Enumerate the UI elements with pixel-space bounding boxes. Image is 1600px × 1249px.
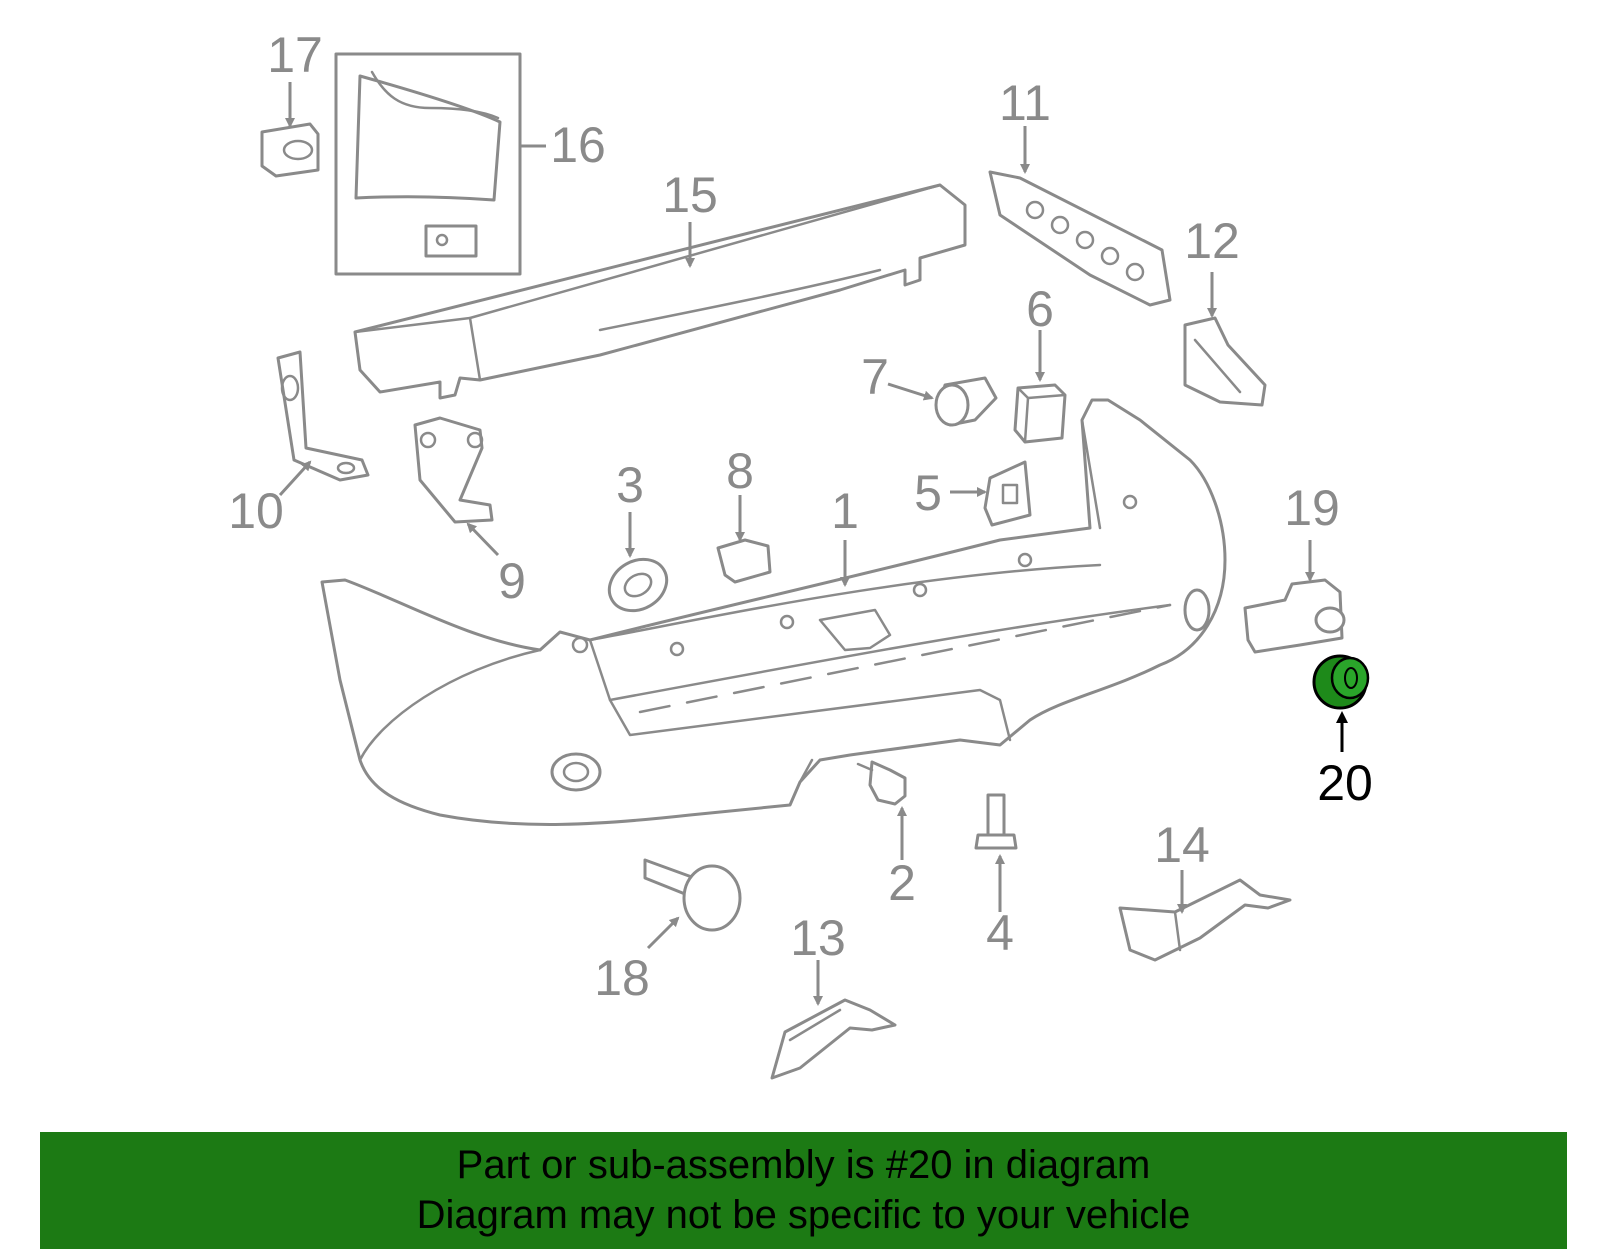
callout-5: 5 [914,465,942,521]
callout-14: 14 [1154,817,1210,873]
part-7-clip [887,376,998,427]
callout-2: 2 [888,855,916,911]
part-1-bumper-cover [320,398,1227,826]
part-17-clip [260,82,320,178]
part-4-bolt [974,793,1018,912]
callout-9: 9 [498,553,526,609]
part-13-bracket [770,960,897,1080]
callout-6: 6 [1026,281,1054,337]
part-5-retainer [950,460,1032,527]
callout-12: 12 [1184,213,1240,269]
banner-line-part: Part or sub-assembly is #20 in diagram [456,1143,1151,1187]
callout-1: 1 [831,483,859,539]
part-20-grommet-highlighted[interactable] [1312,654,1370,752]
callout-17: 17 [267,27,323,83]
part-14-bracket [1118,870,1292,962]
banner-line-disclaimer: Diagram may not be specific to your vehi… [416,1193,1191,1237]
callout-11: 11 [999,75,1051,131]
callout-labels: 1 2 3 4 5 6 7 8 9 10 11 12 13 14 15 16 1… [228,27,1373,1006]
callout-16: 16 [550,117,606,173]
part-3-grommet [607,512,669,613]
callout-8: 8 [726,443,754,499]
part-12-bracket [1183,272,1267,407]
part-2-bolt [856,760,907,860]
part-15-reinforcement [353,183,967,400]
part-9-bracket [413,416,500,557]
part-19-sensor [1243,540,1346,654]
callout-18: 18 [594,950,650,1006]
callout-3: 3 [616,457,644,513]
callout-10: 10 [228,483,284,539]
callout-20[interactable]: 20 [1317,755,1373,811]
info-banner: Part or sub-assembly is #20 in diagram D… [40,1132,1567,1249]
callout-13: 13 [790,910,846,966]
callout-19: 19 [1284,480,1340,536]
callout-4: 4 [986,905,1014,961]
part-10-bracket [276,350,370,497]
part-8-pad [716,495,772,584]
part-18-stopper [643,858,742,950]
callout-7: 7 [861,349,889,405]
part-16-frame [334,52,546,276]
part-6-pad [1013,330,1067,444]
callout-15: 15 [662,167,718,223]
part-11-bracket [988,126,1172,307]
